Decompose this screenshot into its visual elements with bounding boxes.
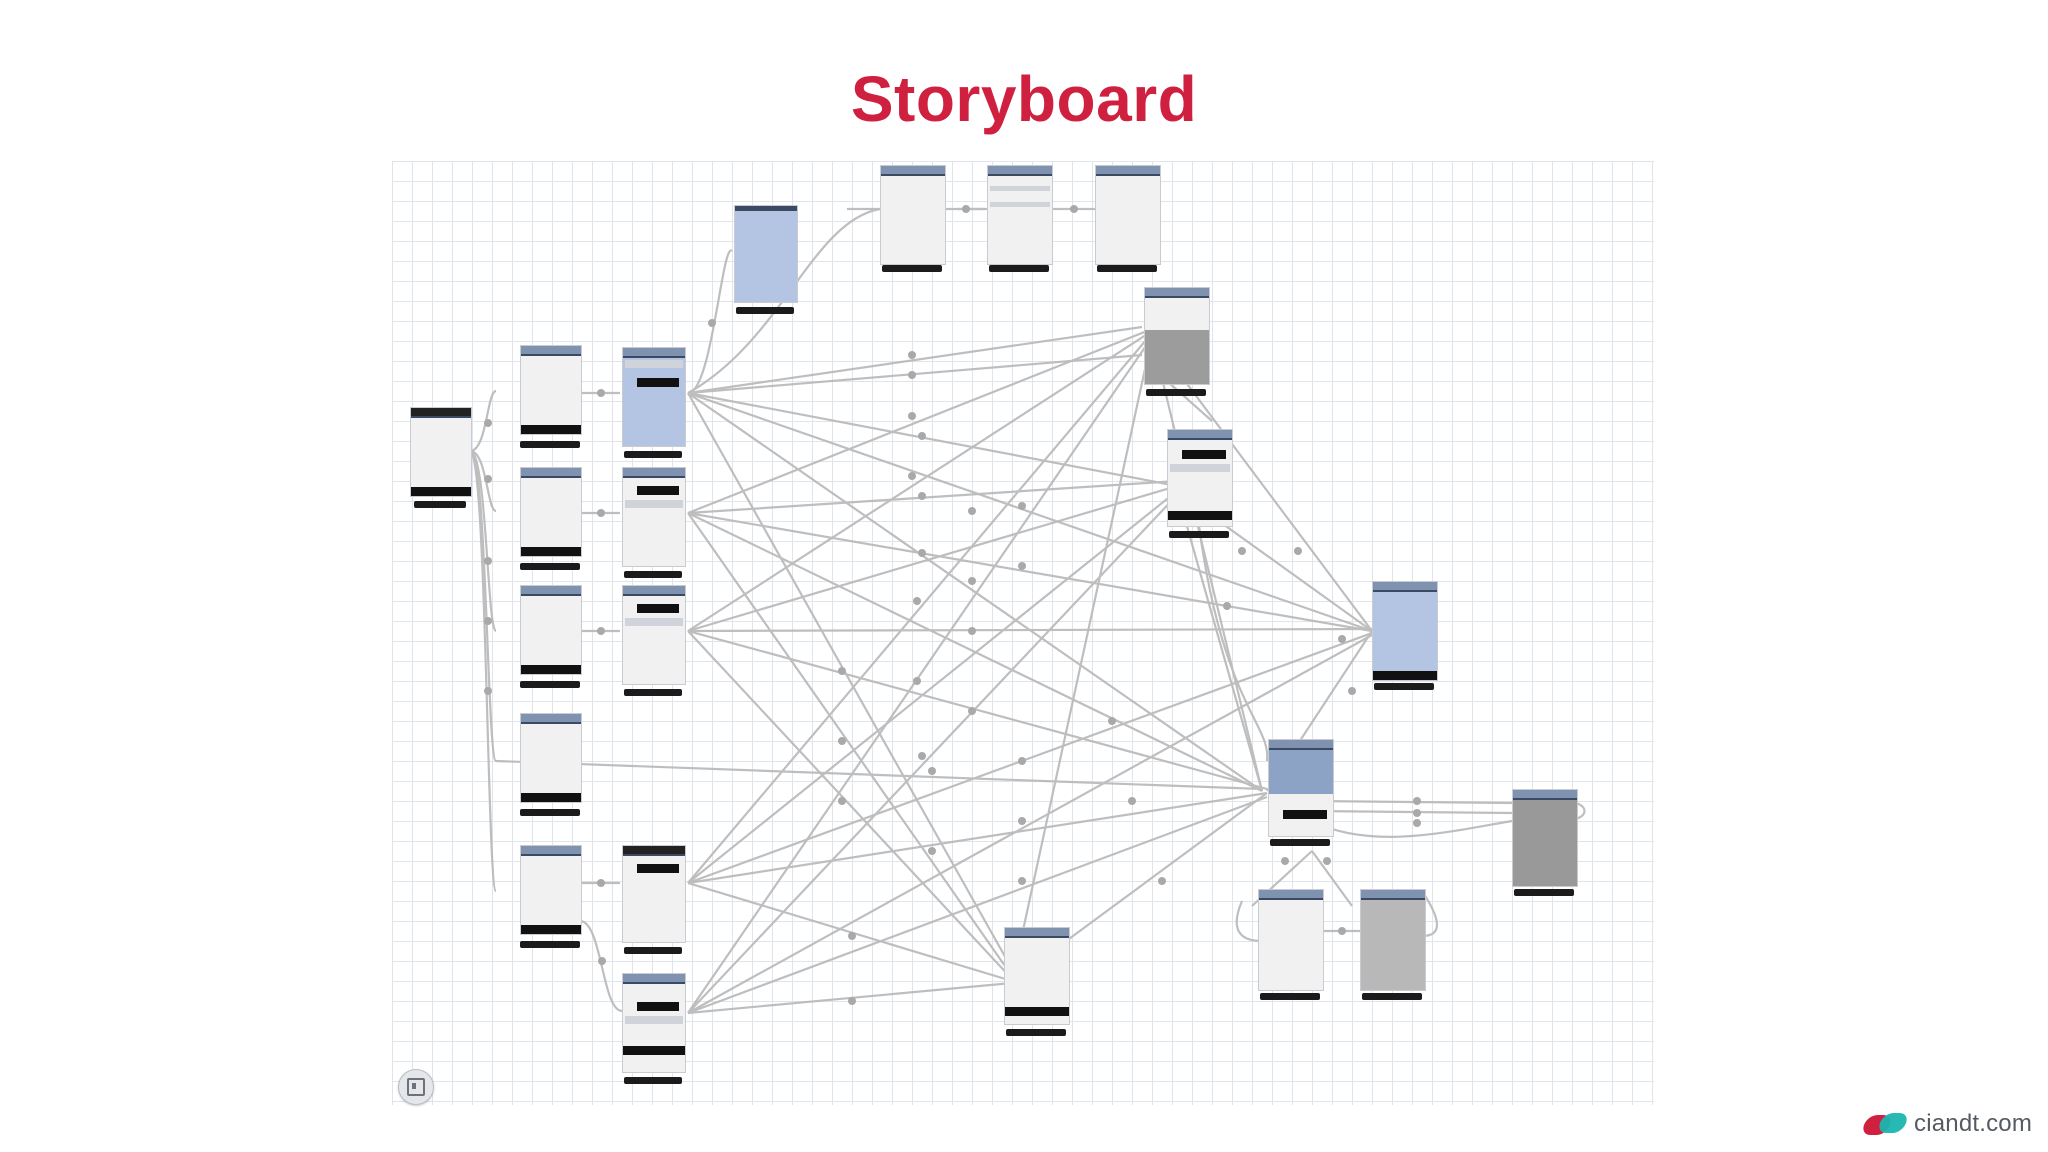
scene-label bbox=[1006, 1029, 1066, 1036]
form-view-controller-scene[interactable] bbox=[1004, 927, 1070, 1025]
scene-label bbox=[1514, 889, 1574, 896]
view-controller-scene[interactable] bbox=[880, 165, 946, 265]
scene-label bbox=[520, 809, 580, 816]
detail-controller-scene[interactable] bbox=[1360, 889, 1426, 991]
tab-bar-controller-scene[interactable] bbox=[410, 407, 472, 497]
ciandt-logo-icon bbox=[1860, 1111, 1910, 1137]
settings-view-controller-scene[interactable] bbox=[1512, 789, 1578, 887]
scene-label bbox=[520, 441, 580, 448]
scene-label bbox=[736, 307, 794, 314]
scene-label bbox=[1260, 993, 1320, 1000]
scene-label bbox=[624, 1077, 682, 1084]
view-controller-scene[interactable] bbox=[1095, 165, 1161, 265]
scene-label bbox=[624, 689, 682, 696]
navigation-controller-scene[interactable] bbox=[520, 713, 582, 803]
scene-label bbox=[989, 265, 1049, 272]
scene-label bbox=[520, 681, 580, 688]
profile-view-controller-scene[interactable] bbox=[1268, 739, 1334, 837]
scene-label bbox=[1270, 839, 1330, 846]
scene-label bbox=[624, 947, 682, 954]
navigation-controller-scene[interactable] bbox=[520, 467, 582, 557]
scene-label bbox=[520, 563, 580, 570]
table-view-controller-scene[interactable] bbox=[622, 347, 686, 447]
navigation-controller-scene[interactable] bbox=[520, 585, 582, 675]
scene-label bbox=[1169, 531, 1229, 538]
scene-label bbox=[1374, 683, 1434, 690]
view-controller-scene[interactable] bbox=[734, 205, 798, 303]
table-view-controller-scene[interactable] bbox=[622, 845, 686, 943]
storyboard-canvas[interactable] bbox=[392, 161, 1654, 1105]
root-view-controller-scene[interactable] bbox=[1372, 581, 1438, 681]
brand-logo: ciandt.com bbox=[1860, 1104, 2033, 1144]
slide-title: Storyboard bbox=[850, 63, 1198, 135]
scene-label bbox=[520, 941, 580, 948]
scene-label bbox=[1146, 389, 1206, 396]
navigation-controller-scene[interactable] bbox=[520, 845, 582, 935]
detail-view-controller-scene[interactable] bbox=[1144, 287, 1210, 385]
table-view-controller-scene[interactable] bbox=[622, 467, 686, 567]
scene-label bbox=[414, 501, 466, 508]
navigation-controller-scene[interactable] bbox=[520, 345, 582, 435]
scene-label bbox=[882, 265, 942, 272]
table-view-controller-scene[interactable] bbox=[622, 585, 686, 685]
zoom-to-fit-button[interactable] bbox=[398, 1069, 434, 1105]
scene-label bbox=[624, 451, 682, 458]
scene-label bbox=[1362, 993, 1422, 1000]
scene-label bbox=[1097, 265, 1157, 272]
scene-label bbox=[624, 571, 682, 578]
navigation-controller-scene[interactable] bbox=[1258, 889, 1324, 991]
static-table-view-scene[interactable] bbox=[987, 165, 1053, 265]
zoom-to-fit-icon bbox=[407, 1078, 425, 1096]
brand-text: ciandt.com bbox=[1914, 1110, 2033, 1137]
table-view-controller-scene[interactable] bbox=[1167, 429, 1233, 527]
table-view-controller-scene[interactable] bbox=[622, 973, 686, 1073]
